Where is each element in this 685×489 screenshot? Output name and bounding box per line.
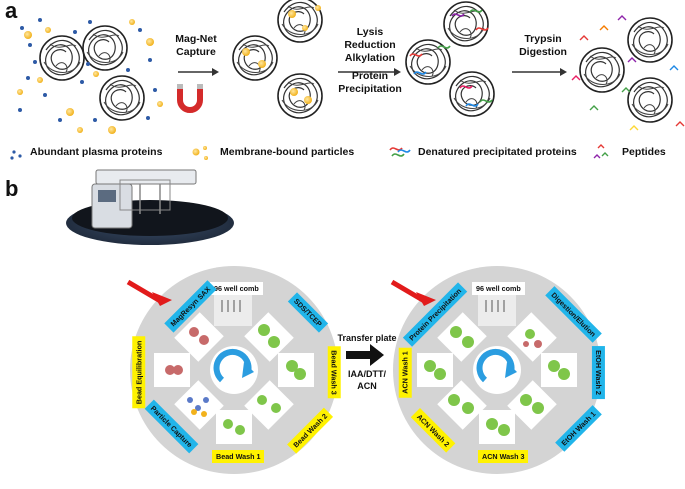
left-96-well-comb-tag: 96 well comb	[210, 282, 263, 295]
legend-abundant-label: Abundant plasma proteins	[30, 146, 163, 158]
stage3-beads	[405, 1, 495, 117]
step-magnet-capture-label: Mag-Net Capture	[175, 33, 217, 58]
reagent-label: IAA/DTT/ ACN	[348, 369, 386, 391]
right-wheel	[390, 266, 601, 474]
arrow-2	[338, 68, 401, 76]
transfer-plate-label: Transfer plate	[337, 333, 397, 343]
legend-abundant-icon	[10, 150, 22, 160]
legend-peptides-icon	[593, 144, 609, 159]
right-tag-acn3: ACN Wash 3	[478, 450, 529, 463]
right-96-well-comb-tag: 96 well comb	[472, 282, 525, 295]
legend-membrane-label: Membrane-bound particles	[220, 146, 355, 158]
right-tag-acn1: ACN Wash 1	[398, 347, 412, 398]
left-wheel	[126, 266, 338, 474]
transfer-arrow	[346, 344, 384, 366]
panel-a-letter: a	[5, 0, 18, 23]
arrow-3	[512, 68, 567, 76]
legend-denatured-icon	[389, 147, 411, 157]
step-trypsin-label: Trypsin Digestion	[519, 33, 567, 58]
stage2-beads	[232, 0, 323, 119]
stage1-beads	[17, 18, 163, 134]
left-tag-equil: Bead Equilibration	[132, 336, 146, 409]
stage4-beads	[571, 15, 685, 131]
legend-membrane-icon	[192, 146, 208, 160]
instrument-illustration	[66, 169, 234, 245]
left-tag-bead-wash3: Bead Wash 3	[327, 346, 341, 399]
left-tag-bead-wash1: Bead Wash 1	[212, 450, 265, 463]
step-lysis-label: Lysis Reduction Alkylation Protein Preci…	[338, 26, 402, 95]
arrow-1	[178, 68, 219, 76]
panel-b-letter: b	[5, 176, 19, 201]
legend-denatured-label: Denatured precipitated proteins	[418, 146, 577, 158]
right-tag-etoh2: EtOH Wash 2	[591, 346, 605, 399]
legend-peptides-label: Peptides	[622, 146, 666, 158]
magnet-icon	[177, 84, 203, 113]
